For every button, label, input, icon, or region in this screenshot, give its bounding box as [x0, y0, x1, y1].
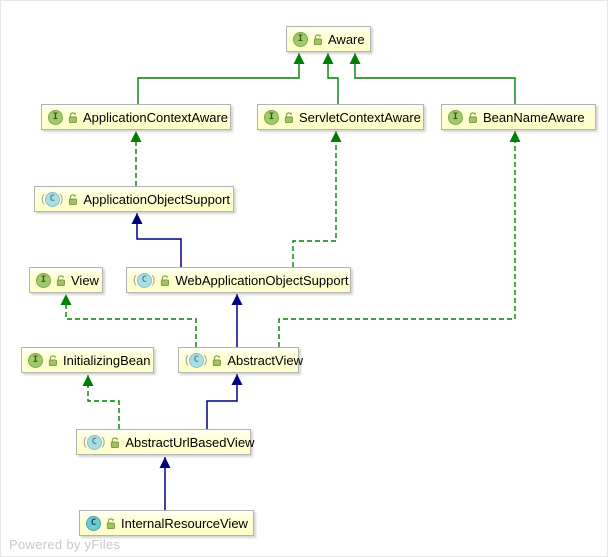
abstract-class-icon: (C) [133, 272, 156, 288]
open-lock-icon [467, 111, 479, 124]
class-icon: C [86, 515, 101, 531]
edge-abstractview-implements-view [60, 294, 197, 347]
open-lock-icon [211, 354, 223, 367]
node-abstractview[interactable]: (C) AbstractView [178, 347, 303, 373]
open-lock-icon [67, 193, 79, 206]
node-label: InitializingBean [63, 352, 151, 368]
node-applicationcontextaware[interactable]: I ApplicationContextAware [41, 104, 231, 130]
open-lock-icon [159, 274, 171, 287]
interface-icon: I [448, 109, 463, 125]
node-internalresourceview[interactable]: C InternalResourceView [79, 510, 254, 536]
node-applicationobjectsupport[interactable]: (C) ApplicationObjectSupport [34, 186, 234, 212]
yfiles-watermark: Powered by yFiles [9, 537, 121, 552]
node-label: AbstractView [227, 352, 303, 368]
node-label: View [71, 272, 99, 288]
interface-icon: I [293, 31, 308, 47]
open-lock-icon [283, 111, 295, 124]
abstract-class-icon: (C) [185, 352, 208, 368]
node-servletcontextaware[interactable]: I ServletContextAware [257, 104, 424, 130]
abstract-class-icon: (C) [41, 191, 64, 207]
node-label: Aware [328, 31, 365, 47]
edge-beannameaware-extends-aware [349, 53, 516, 104]
node-webapplicationobjectsupport[interactable]: (C) WebApplicationObjectSupport [126, 267, 351, 293]
node-view[interactable]: I View [29, 267, 103, 293]
open-lock-icon [312, 33, 324, 46]
edge-webapplicationobjectsupport-implements-servletcontextaware [292, 131, 342, 267]
edge-abstractview-implements-beannameaware [278, 131, 521, 347]
node-label: WebApplicationObjectSupport [175, 272, 349, 288]
open-lock-icon [109, 436, 121, 449]
node-initializingbean[interactable]: I InitializingBean [21, 347, 154, 373]
interface-icon: I [28, 352, 43, 368]
node-label: AbstractUrlBasedView [125, 434, 255, 450]
open-lock-icon [47, 354, 59, 367]
node-label: BeanNameAware [483, 109, 585, 125]
open-lock-icon [105, 517, 117, 530]
open-lock-icon [55, 274, 67, 287]
edge-abstracturlbasedview-extends-abstractview [206, 374, 243, 429]
open-lock-icon [67, 111, 79, 124]
edge-webapplicationobjectsupport-extends-applicationobjectsupport [131, 213, 182, 267]
interface-icon: I [264, 109, 279, 125]
interface-icon: I [48, 109, 63, 125]
edge-applicationcontextaware-extends-aware [137, 53, 305, 104]
node-label: ApplicationContextAware [83, 109, 229, 125]
interface-icon: I [36, 272, 51, 288]
abstract-class-icon: (C) [83, 434, 106, 450]
edge-abstracturlbasedview-implements-initializingbean [82, 375, 120, 429]
node-label: InternalResourceView [121, 515, 248, 531]
node-beannameaware[interactable]: I BeanNameAware [441, 104, 596, 130]
node-abstracturlbasedview[interactable]: (C) AbstractUrlBasedView [76, 429, 255, 455]
edge-servletcontextaware-extends-aware [322, 53, 339, 104]
node-aware[interactable]: I Aware [286, 26, 371, 52]
node-label: ServletContextAware [299, 109, 421, 125]
node-label: ApplicationObjectSupport [83, 191, 231, 207]
